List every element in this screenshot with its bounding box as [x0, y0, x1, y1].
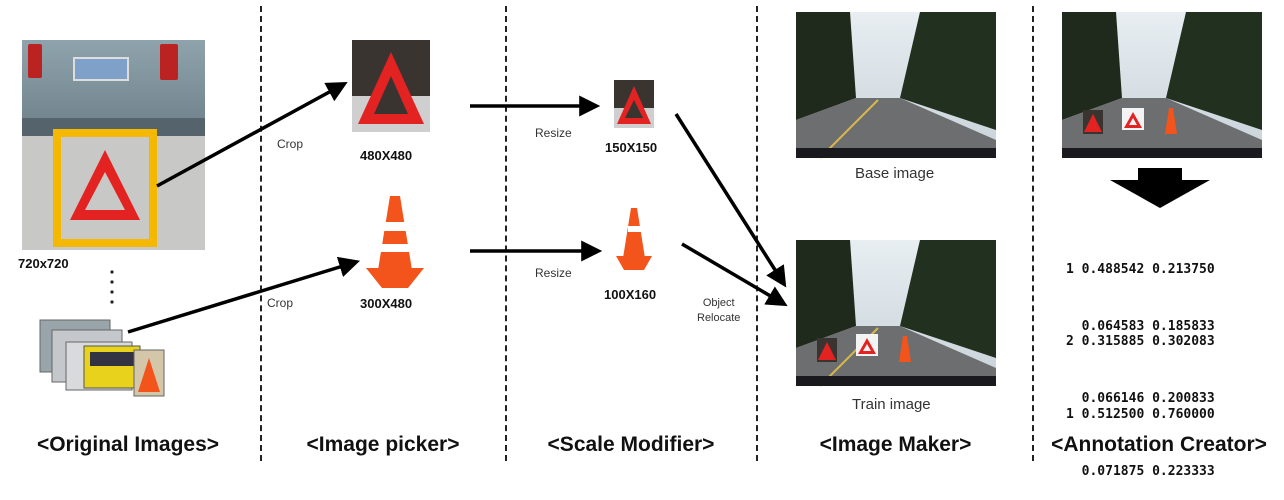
- original-size-label: 720x720: [18, 256, 69, 271]
- resize-label-2: Resize: [535, 266, 572, 280]
- stage-title-original: <Original Images>: [36, 433, 220, 456]
- annotation-line: 1 0.488542 0.213750: [1066, 262, 1215, 277]
- stage-title-picker: <Image picker>: [306, 433, 460, 456]
- annotation-line: 2 0.315885 0.302083: [1066, 334, 1215, 349]
- annotation-line: 0.066146 0.200833: [1066, 391, 1215, 406]
- annotation-row-1: 1 0.488542 0.213750 0.064583 0.185833: [1066, 222, 1215, 355]
- divider-1: [260, 6, 262, 461]
- original-car-photo: [22, 40, 205, 250]
- cropped-triangle-image: [352, 40, 430, 132]
- base-image-caption: Base image: [855, 165, 935, 182]
- divider-2: [505, 6, 507, 461]
- image-stack: [39, 319, 165, 397]
- relocate-arrow-2: [681, 242, 788, 307]
- stage-title-maker: <Image Maker>: [819, 433, 972, 456]
- ellipsis-dot: [110, 290, 114, 294]
- annotation-line: 0.071875 0.223333: [1066, 464, 1215, 479]
- ellipsis-dot: [110, 300, 114, 304]
- crop-arrow-1: [156, 81, 348, 188]
- scale-size-2: 100X160: [604, 287, 657, 302]
- train-image-caption: Train image: [852, 396, 931, 413]
- warning-triangle-icon: [70, 150, 140, 220]
- resize-label-1: Resize: [535, 126, 572, 140]
- ellipsis-dot: [110, 270, 114, 274]
- scale-size-1: 150X150: [605, 140, 658, 155]
- picker-size-2: 300X480: [360, 296, 413, 311]
- resized-triangle-image: [614, 80, 654, 128]
- relocate-label: Object Relocate: [697, 297, 741, 324]
- annotation-row-2: 2 0.315885 0.302083 0.066146 0.200833: [1066, 294, 1215, 427]
- picker-size-1: 480X480: [360, 148, 413, 163]
- base-road-image: [796, 12, 996, 159]
- divider-3: [756, 6, 758, 461]
- annotated-road-image: [1062, 12, 1262, 158]
- annotation-line: 0.064583 0.185833: [1066, 319, 1215, 334]
- cropped-cone-image: [366, 196, 424, 288]
- crop-label-2: Crop: [267, 296, 294, 310]
- annotation-line: 1 0.512500 0.760000: [1066, 407, 1215, 422]
- crop-label-1: Crop: [277, 137, 304, 151]
- resized-cone-image: [616, 208, 652, 270]
- ellipsis-dot: [110, 280, 114, 284]
- down-arrow-icon: [1110, 168, 1210, 208]
- stage-title-annotation: <Annotation Creator>: [1051, 433, 1267, 456]
- crop-arrow-2: [127, 256, 361, 334]
- diagram-canvas: [22, 12, 1262, 397]
- relocate-arrow-1: [674, 113, 787, 288]
- train-road-image: [796, 240, 996, 387]
- selection-box: [53, 129, 157, 247]
- divider-4: [1032, 6, 1034, 461]
- stage-title-scale: <Scale Modifier>: [547, 433, 715, 456]
